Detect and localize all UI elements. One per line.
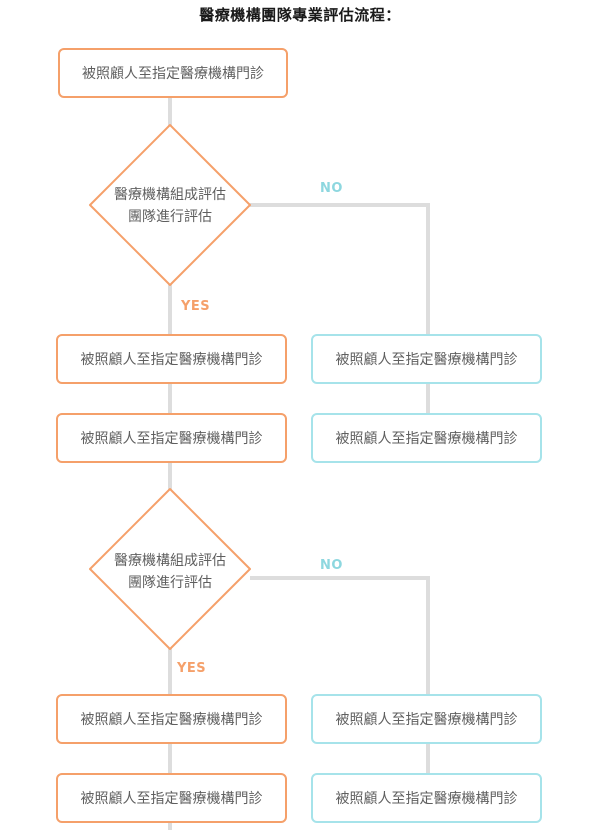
diagram-title: 醫療機構團隊專業評估流程： (199, 6, 401, 24)
decision-line-2: 團隊進行評估 (128, 209, 212, 225)
step-label: 被照顧人至指定醫療機構門診 (335, 431, 518, 447)
decision-line-1: 醫療機構組成評估 (114, 187, 226, 203)
decision-label: 醫療機構組成評估 團隊進行評估 (90, 550, 250, 594)
step-label: 被照顧人至指定醫療機構門診 (80, 791, 263, 807)
no-step-box: 被照顧人至指定醫療機構門診 (311, 694, 542, 744)
no-label: NO (320, 181, 343, 196)
start-box-label: 被照顧人至指定醫療機構門診 (82, 66, 264, 82)
no-label: NO (320, 558, 343, 573)
decision-line-1: 醫療機構組成評估 (114, 553, 226, 569)
step-label: 被照顧人至指定醫療機構門診 (335, 712, 518, 728)
start-box: 被照顧人至指定醫療機構門診 (58, 48, 288, 98)
decision-label: 醫療機構組成評估 團隊進行評估 (90, 184, 250, 228)
step-label: 被照顧人至指定醫療機構門診 (80, 712, 263, 728)
yes-step-box: 被照顧人至指定醫療機構門診 (56, 773, 287, 823)
step-label: 被照顧人至指定醫療機構門診 (335, 791, 518, 807)
connector-line (250, 203, 430, 334)
yes-step-box: 被照顧人至指定醫療機構門診 (56, 334, 287, 384)
step-label: 被照顧人至指定醫療機構門診 (335, 352, 518, 368)
yes-label: YES (181, 299, 211, 314)
step-label: 被照顧人至指定醫療機構門診 (80, 352, 263, 368)
connector-line (250, 576, 430, 694)
decision-diamond (89, 124, 251, 286)
decision-line-2: 團隊進行評估 (128, 575, 212, 591)
yes-step-box: 被照顧人至指定醫療機構門診 (56, 694, 287, 744)
decision-diamond (89, 488, 251, 650)
yes-step-box: 被照顧人至指定醫療機構門診 (56, 413, 287, 463)
step-label: 被照顧人至指定醫療機構門診 (80, 431, 263, 447)
yes-label: YES (177, 661, 207, 676)
no-step-box: 被照顧人至指定醫療機構門診 (311, 773, 542, 823)
no-step-box: 被照顧人至指定醫療機構門診 (311, 413, 542, 463)
no-step-box: 被照顧人至指定醫療機構門診 (311, 334, 542, 384)
